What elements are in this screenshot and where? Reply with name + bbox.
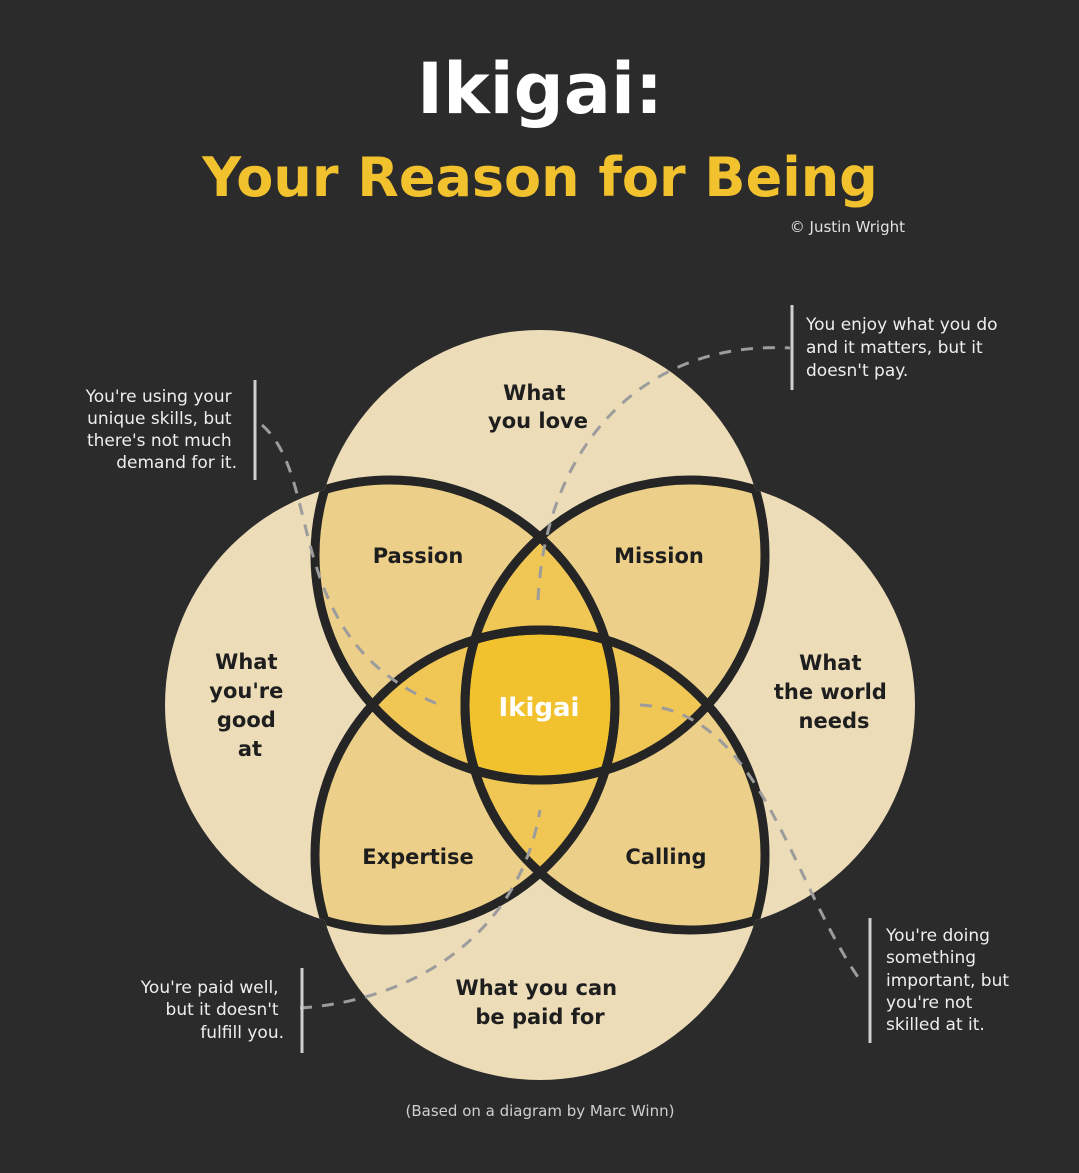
credit-text: © Justin Wright xyxy=(790,218,905,236)
label-what-you-love: What you love xyxy=(488,381,588,433)
label-expertise: Expertise xyxy=(362,845,474,869)
label-what-youre-good-at: What you're good at xyxy=(209,650,290,761)
label-ikigai: Ikigai xyxy=(499,693,580,723)
note-bottom-left: You're paid well, but it doesn't fulfill… xyxy=(140,978,284,1043)
label-mission: Mission xyxy=(614,544,704,568)
note-top-right: You enjoy what you do and it matters, bu… xyxy=(805,315,1003,381)
page-subtitle: Your Reason for Being xyxy=(201,146,878,209)
label-passion: Passion xyxy=(373,544,464,568)
leader-lines xyxy=(261,346,862,1010)
petal-outlines xyxy=(310,475,770,935)
note-top-left: You're using your unique skills, but the… xyxy=(85,387,237,473)
note-bottom-right: You're doing something important, but yo… xyxy=(885,926,1014,1035)
label-what-you-can-be-paid-for: What you can be paid for xyxy=(456,976,625,1029)
label-calling: Calling xyxy=(625,845,706,869)
triple-regions xyxy=(315,480,765,930)
label-what-the-world-needs: What the world needs xyxy=(774,651,894,733)
page-title: Ikigai: xyxy=(417,48,663,130)
note-separators xyxy=(253,305,872,1053)
footer-credit: (Based on a diagram by Marc Winn) xyxy=(406,1102,675,1120)
